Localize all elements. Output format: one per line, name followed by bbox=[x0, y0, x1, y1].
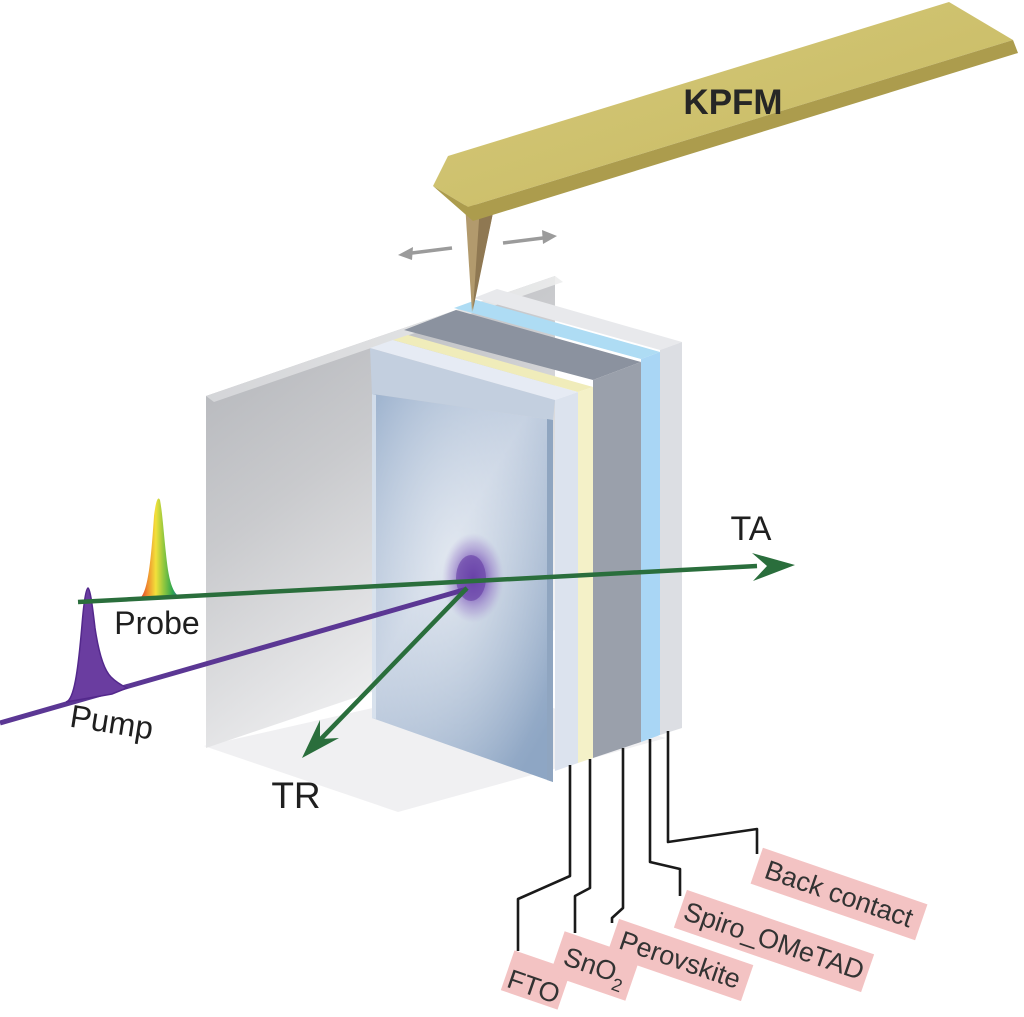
layer-top-sno2 bbox=[393, 335, 593, 392]
pump-pulse bbox=[65, 587, 129, 703]
tr-arrowhead bbox=[302, 720, 339, 758]
layer-top-perovskite bbox=[404, 310, 641, 380]
substrate-left-edge bbox=[372, 394, 376, 719]
tr-label: TR bbox=[271, 775, 320, 816]
leader-line-sno2 bbox=[573, 759, 592, 933]
probe-label: Probe bbox=[114, 605, 199, 641]
substrate-right-edge bbox=[547, 419, 553, 782]
scan-arrow-left bbox=[398, 246, 453, 260]
leader-line-spiro bbox=[648, 739, 682, 896]
tr-beam bbox=[316, 586, 469, 744]
probe-pulse bbox=[139, 498, 181, 599]
substrate-top-face bbox=[370, 348, 555, 420]
leader-line-perovskite bbox=[610, 748, 625, 923]
layer-strip-spiro bbox=[641, 352, 660, 742]
ta-label: TA bbox=[731, 510, 772, 548]
kpfm-cantilever-top bbox=[433, 2, 1013, 207]
layer-top-spiro bbox=[454, 300, 660, 359]
kpfm-label: KPFM bbox=[683, 83, 782, 122]
probe-ta-beam bbox=[77, 563, 758, 605]
scan-arrow-right bbox=[502, 230, 557, 245]
ta-arrowhead bbox=[752, 553, 795, 581]
leader-line-fto bbox=[516, 765, 572, 951]
pump-label: Pump bbox=[68, 698, 156, 747]
kpfm-cantilever-edge bbox=[433, 40, 1018, 221]
leader-line-back-contact bbox=[666, 731, 759, 854]
layer-top-fto bbox=[370, 340, 578, 400]
layer-strip-perovskite bbox=[593, 362, 641, 758]
kpfm-tip-shade bbox=[473, 205, 494, 310]
layer-top-back-contact bbox=[474, 289, 682, 350]
layer-strip-fto bbox=[555, 392, 578, 771]
layer-strip-back-contact bbox=[660, 342, 682, 735]
